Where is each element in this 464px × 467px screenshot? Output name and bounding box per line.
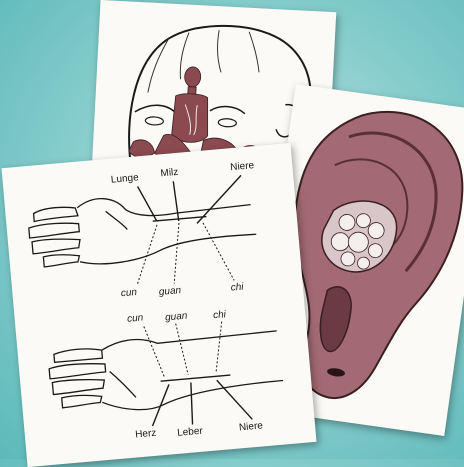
label-cun-upper: cun xyxy=(120,287,137,299)
label-cun-lower: cun xyxy=(127,312,144,324)
label-herz: Herz xyxy=(135,428,157,441)
label-guan-lower: guan xyxy=(165,311,188,324)
label-niere-top: Niere xyxy=(230,160,255,173)
wrist-pulse-card: Lunge Milz Niere cun guan chi cun guan c… xyxy=(1,143,316,467)
label-chi-upper: chi xyxy=(230,282,244,294)
label-niere-bottom: Niere xyxy=(239,420,264,433)
label-leber: Leber xyxy=(177,426,203,439)
label-milz: Milz xyxy=(160,167,179,180)
label-chi-lower: chi xyxy=(213,309,227,321)
wrist-illustration xyxy=(1,143,316,467)
label-guan-upper: guan xyxy=(158,285,181,298)
